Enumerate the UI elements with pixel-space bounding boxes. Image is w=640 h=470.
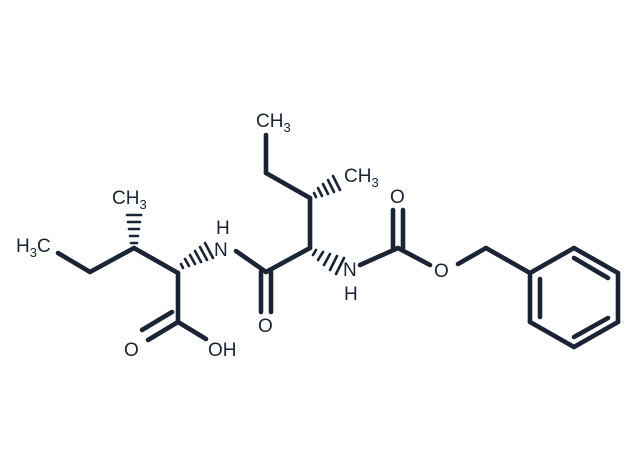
atom-oh-acid: OH	[208, 340, 237, 361]
hash-wedge-alpha-left-n	[179, 241, 215, 270]
ring-bond-5	[527, 319, 577, 350]
atom-o-acid: O	[124, 340, 139, 361]
atom-ch3-mid: CH3	[344, 166, 379, 190]
bond-h3c-ch2-left	[55, 250, 93, 275]
atom-labels: CH3 CH3 CH3 H3C H N N H O O O O OH	[16, 111, 449, 361]
bond-ch2-ring	[483, 245, 533, 276]
ring-bond-1	[527, 245, 577, 276]
atom-h3c-left: H3C	[16, 236, 51, 260]
atom-ch3-top: CH3	[256, 111, 291, 135]
bond-amide-alpha-right	[263, 245, 313, 275]
bond-ch-ch2-right	[263, 170, 313, 201]
ring-inner-double-1	[571, 255, 611, 281]
atom-o-ester: O	[434, 261, 449, 282]
bonds	[55, 132, 621, 350]
bond-ch-alpha-left	[131, 245, 181, 276]
ring-bond-2	[571, 245, 621, 276]
bond-ester-o-ch2	[455, 245, 489, 267]
atom-o-amide: O	[258, 316, 273, 337]
atom-nh-right-h: H	[344, 284, 358, 305]
atom-o-carbamate: O	[390, 187, 405, 208]
hash-wedge-alpha-right-nh	[311, 248, 346, 276]
bond-ch2-ch-left	[87, 245, 137, 275]
atom-n-upper: N	[214, 240, 228, 261]
ring-bond-4	[571, 319, 621, 350]
atom-nh-upper-h: H	[216, 218, 230, 239]
ring-inner-double-2	[571, 315, 611, 340]
bond-carboxyl-oh	[175, 319, 209, 342]
hash-wedge-left-methyl	[125, 213, 143, 245]
atom-nh-right-n: N	[343, 260, 357, 281]
bond-carboxyl-o-double-a	[145, 319, 181, 343]
bond-carbamate-ester-o	[395, 245, 433, 268]
stereo-bonds	[125, 174, 346, 276]
bond-carboxyl-o-double-b	[139, 309, 175, 333]
atom-ch3-left: CH3	[112, 188, 147, 212]
hash-wedge-right-methyl	[312, 174, 342, 199]
bond-nh-carbamate-c	[357, 245, 401, 268]
bond-n-amide-c	[233, 248, 269, 275]
